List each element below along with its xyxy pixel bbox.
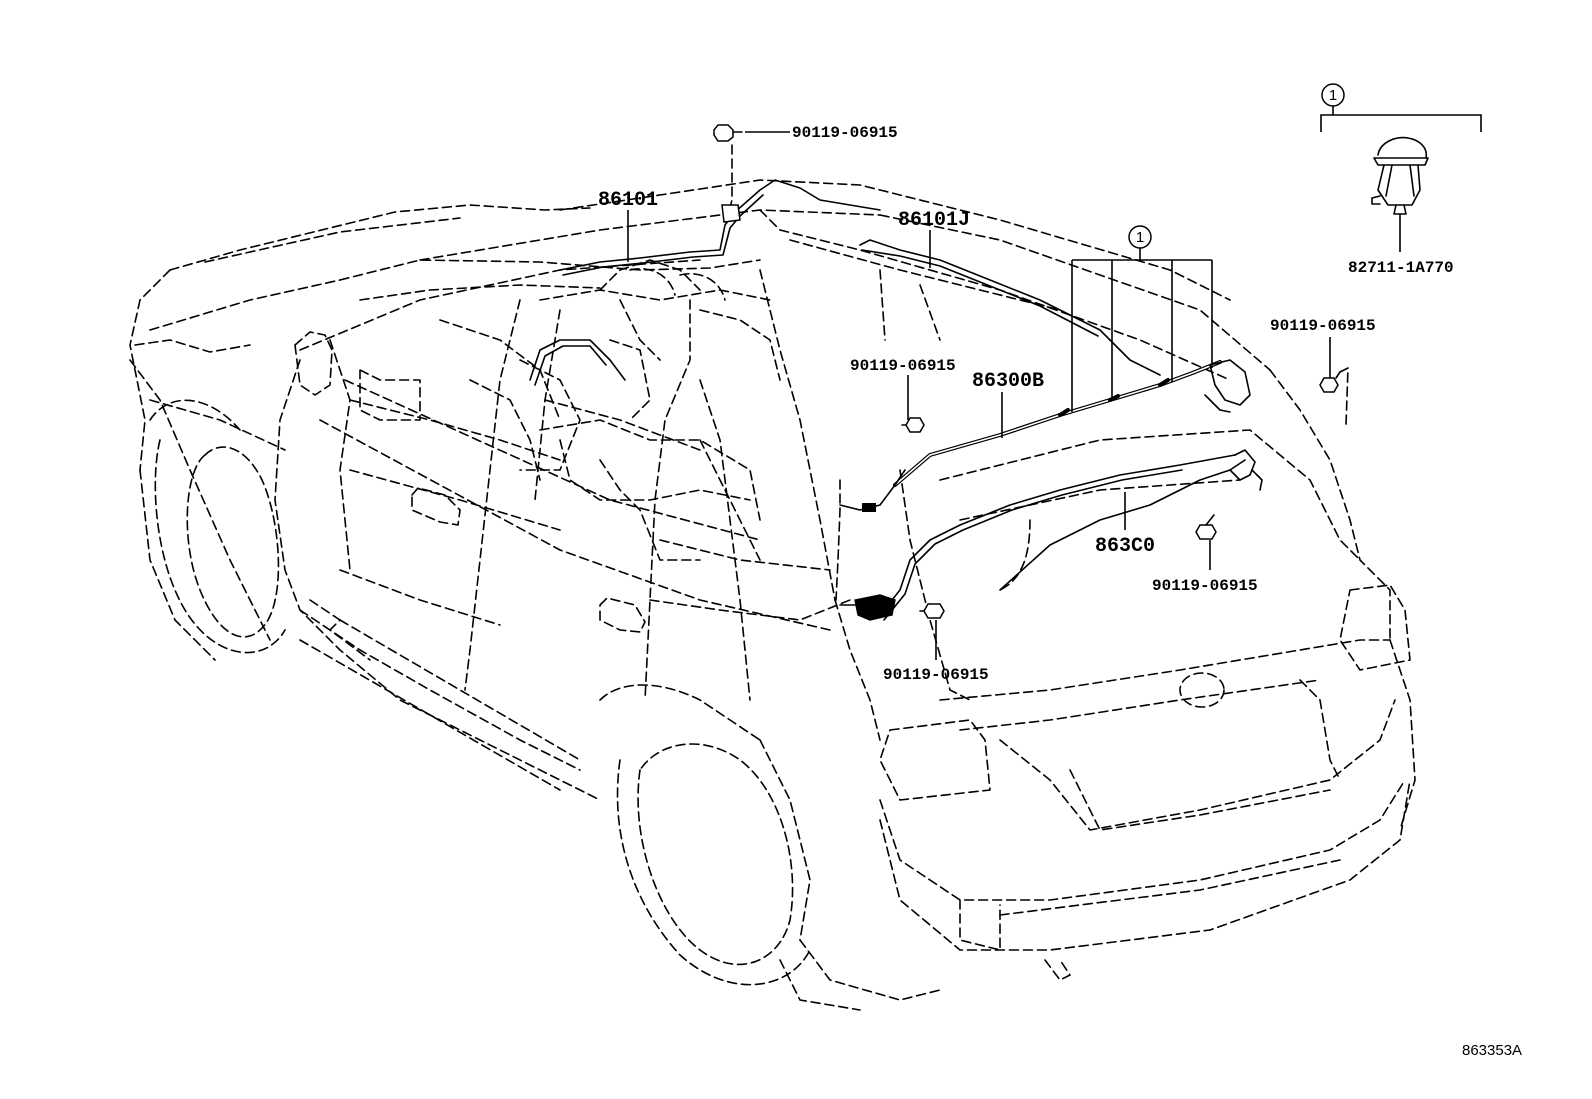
- label-cord-86300b: 86300B: [972, 370, 1044, 393]
- label-bolt-bottom: 90119-06915: [883, 666, 989, 684]
- vehicle-outline: [129, 179, 1416, 1011]
- figure-reference: 863353A: [1462, 1042, 1522, 1059]
- bolt-icon-top: [713, 124, 743, 223]
- bolt-icon-right: [1319, 367, 1349, 426]
- label-bolt-top: 90119-06915: [792, 124, 898, 142]
- label-cord-863c0: 863C0: [1095, 535, 1155, 558]
- kit-marker-top-label: 1: [1329, 87, 1337, 104]
- leader-lines: [627, 106, 1482, 660]
- label-bolt-pillar: 90119-06915: [850, 357, 956, 375]
- label-bolt-lower-right: 90119-06915: [1152, 577, 1258, 595]
- roof-harness: [529, 179, 1263, 621]
- clip-icon: [1371, 136, 1429, 215]
- bolt-icon-pillar: [901, 417, 925, 433]
- bolt-icon-bottom: [919, 603, 945, 619]
- label-clip-part: 82711-1A770: [1348, 259, 1454, 277]
- part-labels: 90119-06915 86101 86101J 82711-1A770 901…: [598, 124, 1454, 684]
- label-bolt-right: 90119-06915: [1270, 317, 1376, 335]
- label-antenna-cord-j: 86101J: [898, 209, 970, 232]
- kit-marker-center: 1: [1128, 225, 1152, 249]
- label-antenna-cord: 86101: [598, 189, 658, 212]
- bolt-icon-lower-right: [1195, 514, 1217, 540]
- kit-marker-center-label: 1: [1136, 229, 1144, 246]
- kit-marker-top: 1: [1321, 83, 1345, 107]
